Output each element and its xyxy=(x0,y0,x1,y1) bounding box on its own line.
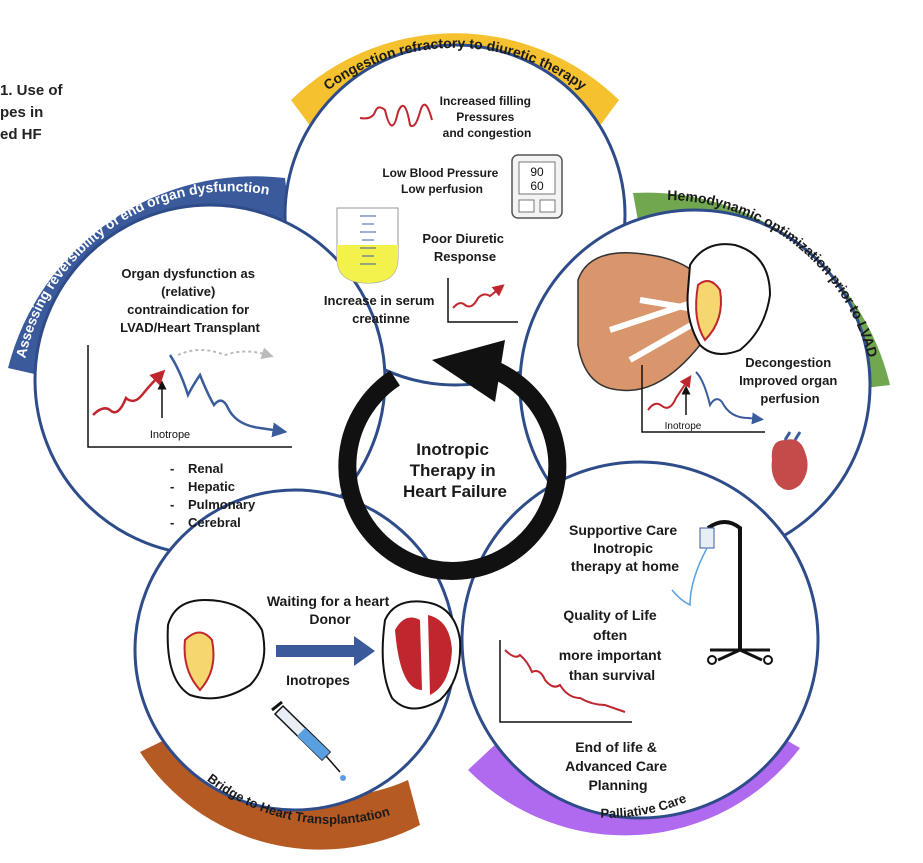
quality-line-4: than survival xyxy=(569,667,655,683)
organ-pulmonary: Pulmonary xyxy=(188,497,256,512)
congestion-circle xyxy=(283,43,627,387)
creatinine-line-2: creatinne xyxy=(352,311,410,326)
waiting-line-1: Waiting for a heart xyxy=(267,593,390,609)
waiting-line-2: Donor xyxy=(309,611,351,627)
supportive-line-1: Supportive Care xyxy=(569,522,677,538)
filling-wave-icon xyxy=(359,103,433,128)
palliative-circle xyxy=(460,460,820,820)
quality-text: Quality of Life often more important tha… xyxy=(559,607,666,683)
hemo-line-3: perfusion xyxy=(760,391,819,406)
quality-line-3: more important xyxy=(559,647,662,663)
quality-line-2: often xyxy=(593,627,627,643)
caption-line-3: ed HF xyxy=(0,126,42,143)
eol-line-1: End of life & xyxy=(575,739,657,755)
bp-systolic: 90 xyxy=(530,165,544,179)
organ-renal: Renal xyxy=(188,461,223,476)
bp-diastolic: 60 xyxy=(530,179,544,193)
syringe-icon xyxy=(271,700,346,781)
center-line-2: Therapy in xyxy=(410,461,496,480)
healthy-heart-icon xyxy=(381,600,462,710)
congestion-banner xyxy=(291,33,619,135)
assessing-chart: Inotrope xyxy=(87,345,292,448)
assessing-inotrope-label: Inotrope xyxy=(150,429,190,441)
creatinine-line-1: Increase in serum xyxy=(324,293,435,308)
center-line-3: Heart Failure xyxy=(403,482,507,501)
bp-text: Low Blood Pressure Low perfusion xyxy=(382,166,501,196)
bp-monitor-icon: 90 60 xyxy=(511,154,563,219)
anatomical-heart-icon xyxy=(771,431,808,490)
supportive-line-2: Inotropic xyxy=(593,540,653,556)
filling-line-1: Increased filling xyxy=(440,94,531,108)
hemo-line-1: Decongestion xyxy=(745,355,831,370)
waiting-text: Waiting for a heart Donor xyxy=(267,593,393,627)
filling-text: Increased filling Pressures and congesti… xyxy=(440,94,535,140)
filling-line-3: and congestion xyxy=(443,126,532,140)
organ-dysfunction-text: Organ dysfunction as (relative) contrain… xyxy=(120,266,260,335)
center-line-1: Inotropic xyxy=(416,440,489,459)
decline-chart xyxy=(499,640,632,723)
diuretic-line-2: Response xyxy=(434,249,496,264)
figure-caption: 1. Use of pes in ed HF xyxy=(0,80,63,146)
creatinine-text: Increase in serum creatinne xyxy=(324,293,438,326)
organ-cerebral: Cerebral xyxy=(188,515,241,530)
hemo-inotrope-label: Inotrope xyxy=(665,421,702,432)
quality-line-1: Quality of Life xyxy=(563,607,657,623)
assessing-line-3: contraindication for xyxy=(127,302,249,317)
heart-outline-icon xyxy=(686,243,772,355)
failing-heart-icon xyxy=(166,598,266,700)
diuretic-line-1: Poor Diuretic xyxy=(422,231,504,246)
bp-line-2: Low perfusion xyxy=(401,182,483,196)
caption-line-2: pes in xyxy=(0,104,44,121)
bp-line-1: Low Blood Pressure xyxy=(382,166,498,180)
assessing-line-2: (relative) xyxy=(161,284,215,299)
hemo-line-2: Improved organ xyxy=(739,373,837,388)
end-of-life-text: End of life & Advanced Care Planning xyxy=(565,739,671,793)
transplant-arrow xyxy=(276,636,375,666)
inotropes-label: Inotropes xyxy=(286,672,350,688)
supportive-text: Supportive Care Inotropic therapy at hom… xyxy=(569,522,681,574)
palliative-banner xyxy=(468,725,800,836)
eol-line-3: Planning xyxy=(588,777,647,793)
filling-line-2: Pressures xyxy=(456,110,514,124)
organ-list: -Renal -Hepatic -Pulmonary -Cerebral xyxy=(170,461,259,530)
iv-stand-icon xyxy=(671,520,773,665)
urine-bag-icon xyxy=(336,207,399,284)
supportive-line-3: therapy at home xyxy=(571,558,679,574)
assessing-line-4: LVAD/Heart Transplant xyxy=(120,320,260,335)
cycle-arrow xyxy=(338,340,567,580)
assessing-line-1: Organ dysfunction as xyxy=(121,266,255,281)
decongestion-text: Decongestion Improved organ perfusion xyxy=(739,355,841,406)
hemodynamic-chart: Inotrope xyxy=(641,365,765,433)
diuretic-text: Poor Diuretic Response xyxy=(422,231,507,264)
organ-hepatic: Hepatic xyxy=(188,479,235,494)
caption-line-1: 1. Use of xyxy=(0,82,63,99)
eol-line-2: Advanced Care xyxy=(565,758,667,774)
creatinine-mini-chart xyxy=(447,278,518,323)
center-title: Inotropic Therapy in Heart Failure xyxy=(403,440,507,501)
